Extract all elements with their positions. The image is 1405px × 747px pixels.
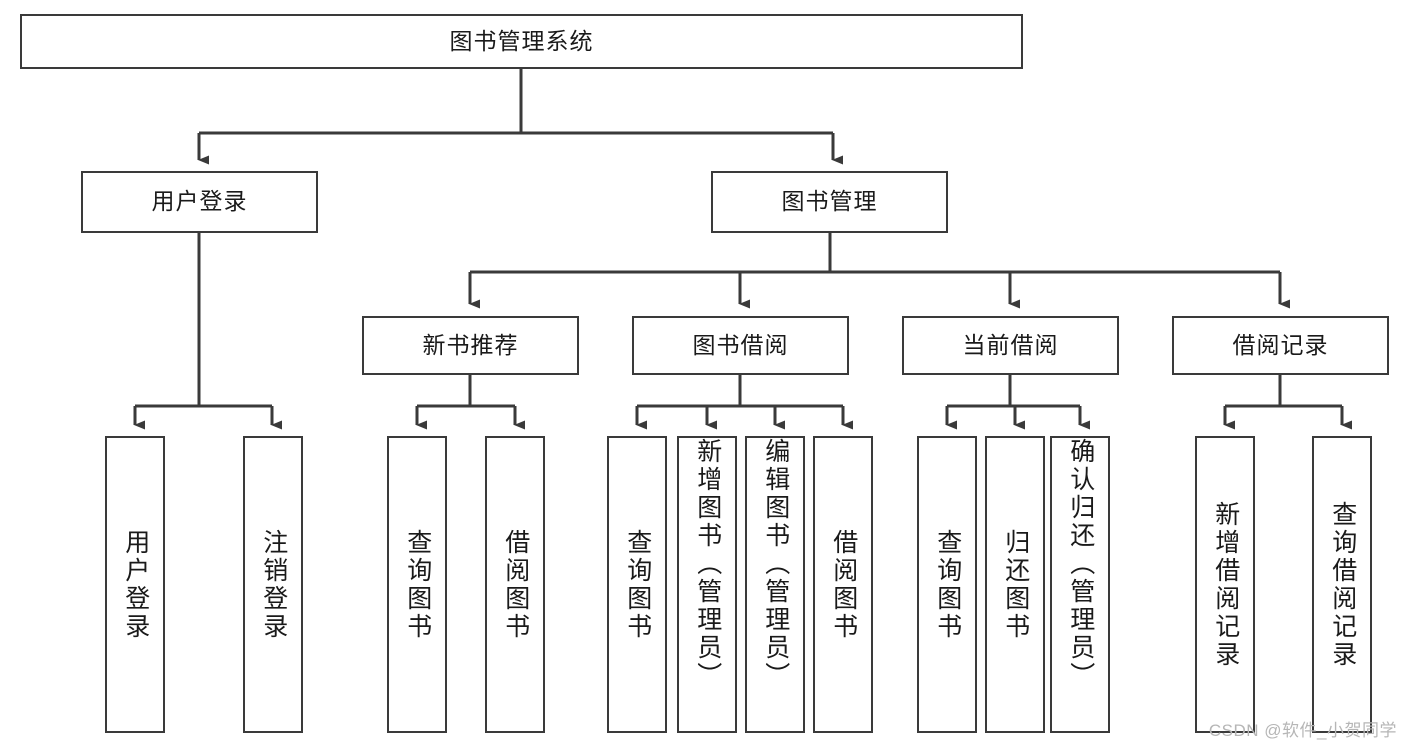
node-label: 查询借阅记录 (1328, 500, 1357, 669)
node-label: 查询图书 (933, 528, 962, 641)
edges-borrow-to-leaves (635, 375, 853, 430)
leaf-return-book[interactable]: 归还图书 (985, 436, 1045, 733)
edges-bookmgmt-to-level3 (468, 233, 1290, 309)
node-label: 借阅图书 (501, 528, 530, 641)
node-label: 图书管理系统 (449, 27, 594, 54)
node-label: 注销登录 (259, 528, 288, 641)
node-label: 借阅图书 (829, 528, 858, 641)
node-label: 查询图书 (623, 528, 652, 641)
node-user-login[interactable]: 用户登录 (81, 171, 318, 233)
edges-root-to-level2 (197, 69, 843, 165)
node-label: 查询图书 (403, 528, 432, 641)
node-label: 用户登录 (151, 188, 248, 215)
node-label: 新增借阅记录 (1211, 500, 1240, 669)
node-root-system[interactable]: 图书管理系统 (20, 14, 1023, 69)
edges-userlogin-to-leaves (133, 233, 282, 430)
node-label: 归还图书 (1001, 528, 1030, 641)
node-new-book-recommend[interactable]: 新书推荐 (362, 316, 579, 375)
leaf-borrow-book-recommend[interactable]: 借阅图书 (485, 436, 545, 733)
leaf-edit-book-admin[interactable]: 编辑图书（管理员） (745, 436, 805, 733)
node-current-borrow[interactable]: 当前借阅 (902, 316, 1119, 375)
edges-current-to-leaves (945, 375, 1090, 430)
edges-records-to-leaves (1223, 375, 1352, 430)
node-label: 图书借阅 (692, 331, 789, 358)
node-label: 图书管理 (781, 188, 878, 215)
leaf-query-book-current[interactable]: 查询图书 (917, 436, 977, 733)
node-label: 确认归还（管理员） (1066, 438, 1095, 690)
node-label: 新书推荐 (422, 331, 519, 358)
node-borrow-records[interactable]: 借阅记录 (1172, 316, 1389, 375)
leaf-confirm-return-admin[interactable]: 确认归还（管理员） (1050, 436, 1110, 733)
leaf-user-login[interactable]: 用户登录 (105, 436, 165, 733)
leaf-logout[interactable]: 注销登录 (243, 436, 303, 733)
node-label: 当前借阅 (962, 331, 1059, 358)
node-book-management[interactable]: 图书管理 (711, 171, 948, 233)
leaf-query-book-borrow[interactable]: 查询图书 (607, 436, 667, 733)
node-label: 用户登录 (121, 528, 150, 641)
node-label: 新增图书（管理员） (693, 438, 722, 690)
node-label: 编辑图书（管理员） (761, 438, 790, 690)
node-book-borrow[interactable]: 图书借阅 (632, 316, 849, 375)
node-label: 借阅记录 (1232, 331, 1329, 358)
leaf-add-borrow-record[interactable]: 新增借阅记录 (1195, 436, 1255, 733)
leaf-query-borrow-record[interactable]: 查询借阅记录 (1312, 436, 1372, 733)
leaf-add-book-admin[interactable]: 新增图书（管理员） (677, 436, 737, 733)
leaf-query-book-recommend[interactable]: 查询图书 (387, 436, 447, 733)
leaf-borrow-book[interactable]: 借阅图书 (813, 436, 873, 733)
edges-newbook-to-leaves (415, 375, 525, 430)
